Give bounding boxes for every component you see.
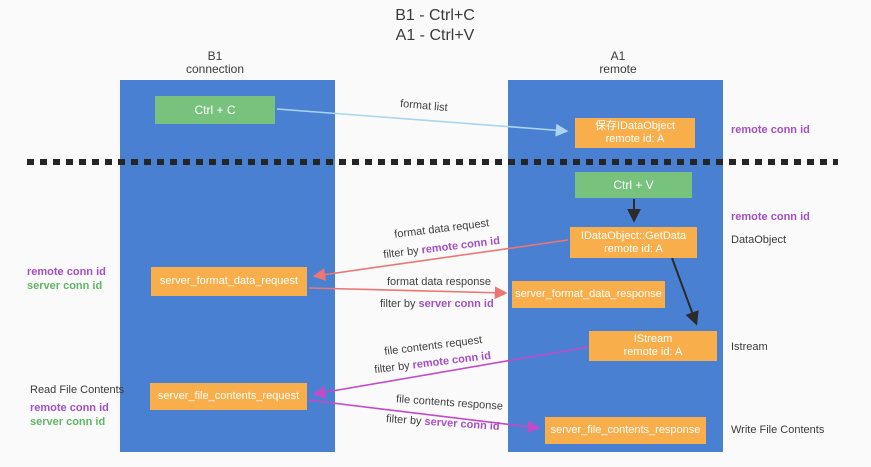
save-idataobject-line2: remote id: A bbox=[605, 133, 665, 145]
server-conn-id-left-1: server conn id bbox=[27, 280, 103, 292]
left-column-subtitle: connection bbox=[185, 62, 245, 76]
idataobject-getdata-node: IDataObject::GetData remote id: A bbox=[570, 227, 697, 258]
remote-conn-id-left-1: remote conn id bbox=[27, 266, 106, 278]
server-file-contents-response-label: server_file_contents_response bbox=[550, 424, 701, 436]
remote-conn-id-highlight: remote conn id bbox=[420, 234, 501, 257]
title-line-1: B1 - Ctrl+C bbox=[395, 7, 475, 24]
format-list-label: format list bbox=[399, 97, 449, 115]
save-idataobject-node: 保存IDataObject remote id: A bbox=[575, 118, 695, 148]
right-column-name: A1 bbox=[610, 49, 626, 63]
filter-by-text: filter by bbox=[385, 413, 422, 428]
server-conn-id-highlight: server conn id bbox=[424, 415, 500, 433]
ctrl-c-label: Ctrl + C bbox=[194, 102, 236, 117]
server-format-data-response-node: server_format_data_response bbox=[512, 281, 665, 308]
dataobject-label: DataObject bbox=[731, 234, 787, 246]
ctrl-v-node: Ctrl + V bbox=[575, 172, 692, 198]
server-format-data-request-label: server_format_data_request bbox=[159, 275, 299, 287]
write-file-contents-label: Write File Contents bbox=[731, 424, 825, 436]
ctrl-c-node: Ctrl + C bbox=[155, 96, 275, 124]
server-conn-id-left-2: server conn id bbox=[30, 416, 106, 428]
right-column-header: A1 remote bbox=[548, 50, 688, 76]
ctrl-v-label: Ctrl + V bbox=[613, 177, 654, 192]
getdata-line2: remote id: A bbox=[604, 242, 663, 255]
format-data-response-arrow bbox=[308, 286, 508, 300]
save-idataobject-line1: 保存IDataObject bbox=[594, 120, 676, 132]
diagram-title: B1 - Ctrl+C A1 - Ctrl+V bbox=[335, 6, 535, 46]
remote-conn-id-right-top: remote conn id bbox=[731, 124, 810, 136]
istream-line1: IStream bbox=[633, 333, 673, 345]
title-line-2: A1 - Ctrl+V bbox=[395, 27, 475, 44]
left-column-header: B1 connection bbox=[145, 50, 285, 76]
server-file-contents-response-node: server_file_contents_response bbox=[545, 417, 706, 444]
filter-by-text: filter by bbox=[380, 298, 416, 310]
istream-side-label: Istream bbox=[731, 341, 768, 353]
server-file-contents-request-label: server_file_contents_request bbox=[157, 390, 300, 402]
server-format-data-request-node: server_format_data_request bbox=[151, 267, 307, 296]
server-format-data-response-label: server_format_data_response bbox=[515, 288, 662, 300]
read-file-contents-label: Read File Contents bbox=[30, 384, 125, 396]
format-data-response-label: format data response bbox=[387, 276, 491, 288]
getdata-line1: IDataObject::GetData bbox=[580, 229, 687, 242]
remote-conn-id-left-2: remote conn id bbox=[30, 402, 109, 414]
server-conn-id-highlight: server conn id bbox=[418, 298, 494, 310]
filter-by-text: filter by bbox=[373, 359, 411, 377]
istream-node: IStream remote id: A bbox=[589, 331, 717, 361]
remote-conn-id-right-mid: remote conn id bbox=[731, 211, 810, 223]
server-file-contents-request-node: server_file_contents_request bbox=[150, 383, 307, 410]
filter-by-text: filter by bbox=[382, 244, 420, 262]
file-contents-response-label: file contents response bbox=[395, 393, 504, 413]
left-column-name: B1 bbox=[207, 49, 223, 63]
right-column-subtitle: remote bbox=[599, 62, 637, 76]
machine-boundary-dashed-line bbox=[27, 159, 838, 165]
istream-line2: remote id: A bbox=[623, 346, 683, 358]
